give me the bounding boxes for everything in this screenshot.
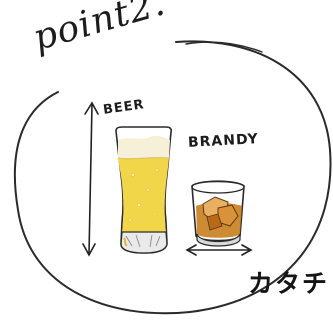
outline-oval-overlap — [185, 41, 263, 53]
beer-glass-icon — [115, 126, 173, 254]
width-arrow — [185, 244, 253, 256]
caption: カタチ — [247, 269, 329, 298]
brandy-glass-icon — [191, 180, 245, 247]
height-arrow — [82, 101, 99, 257]
outline-oval — [13, 40, 332, 315]
